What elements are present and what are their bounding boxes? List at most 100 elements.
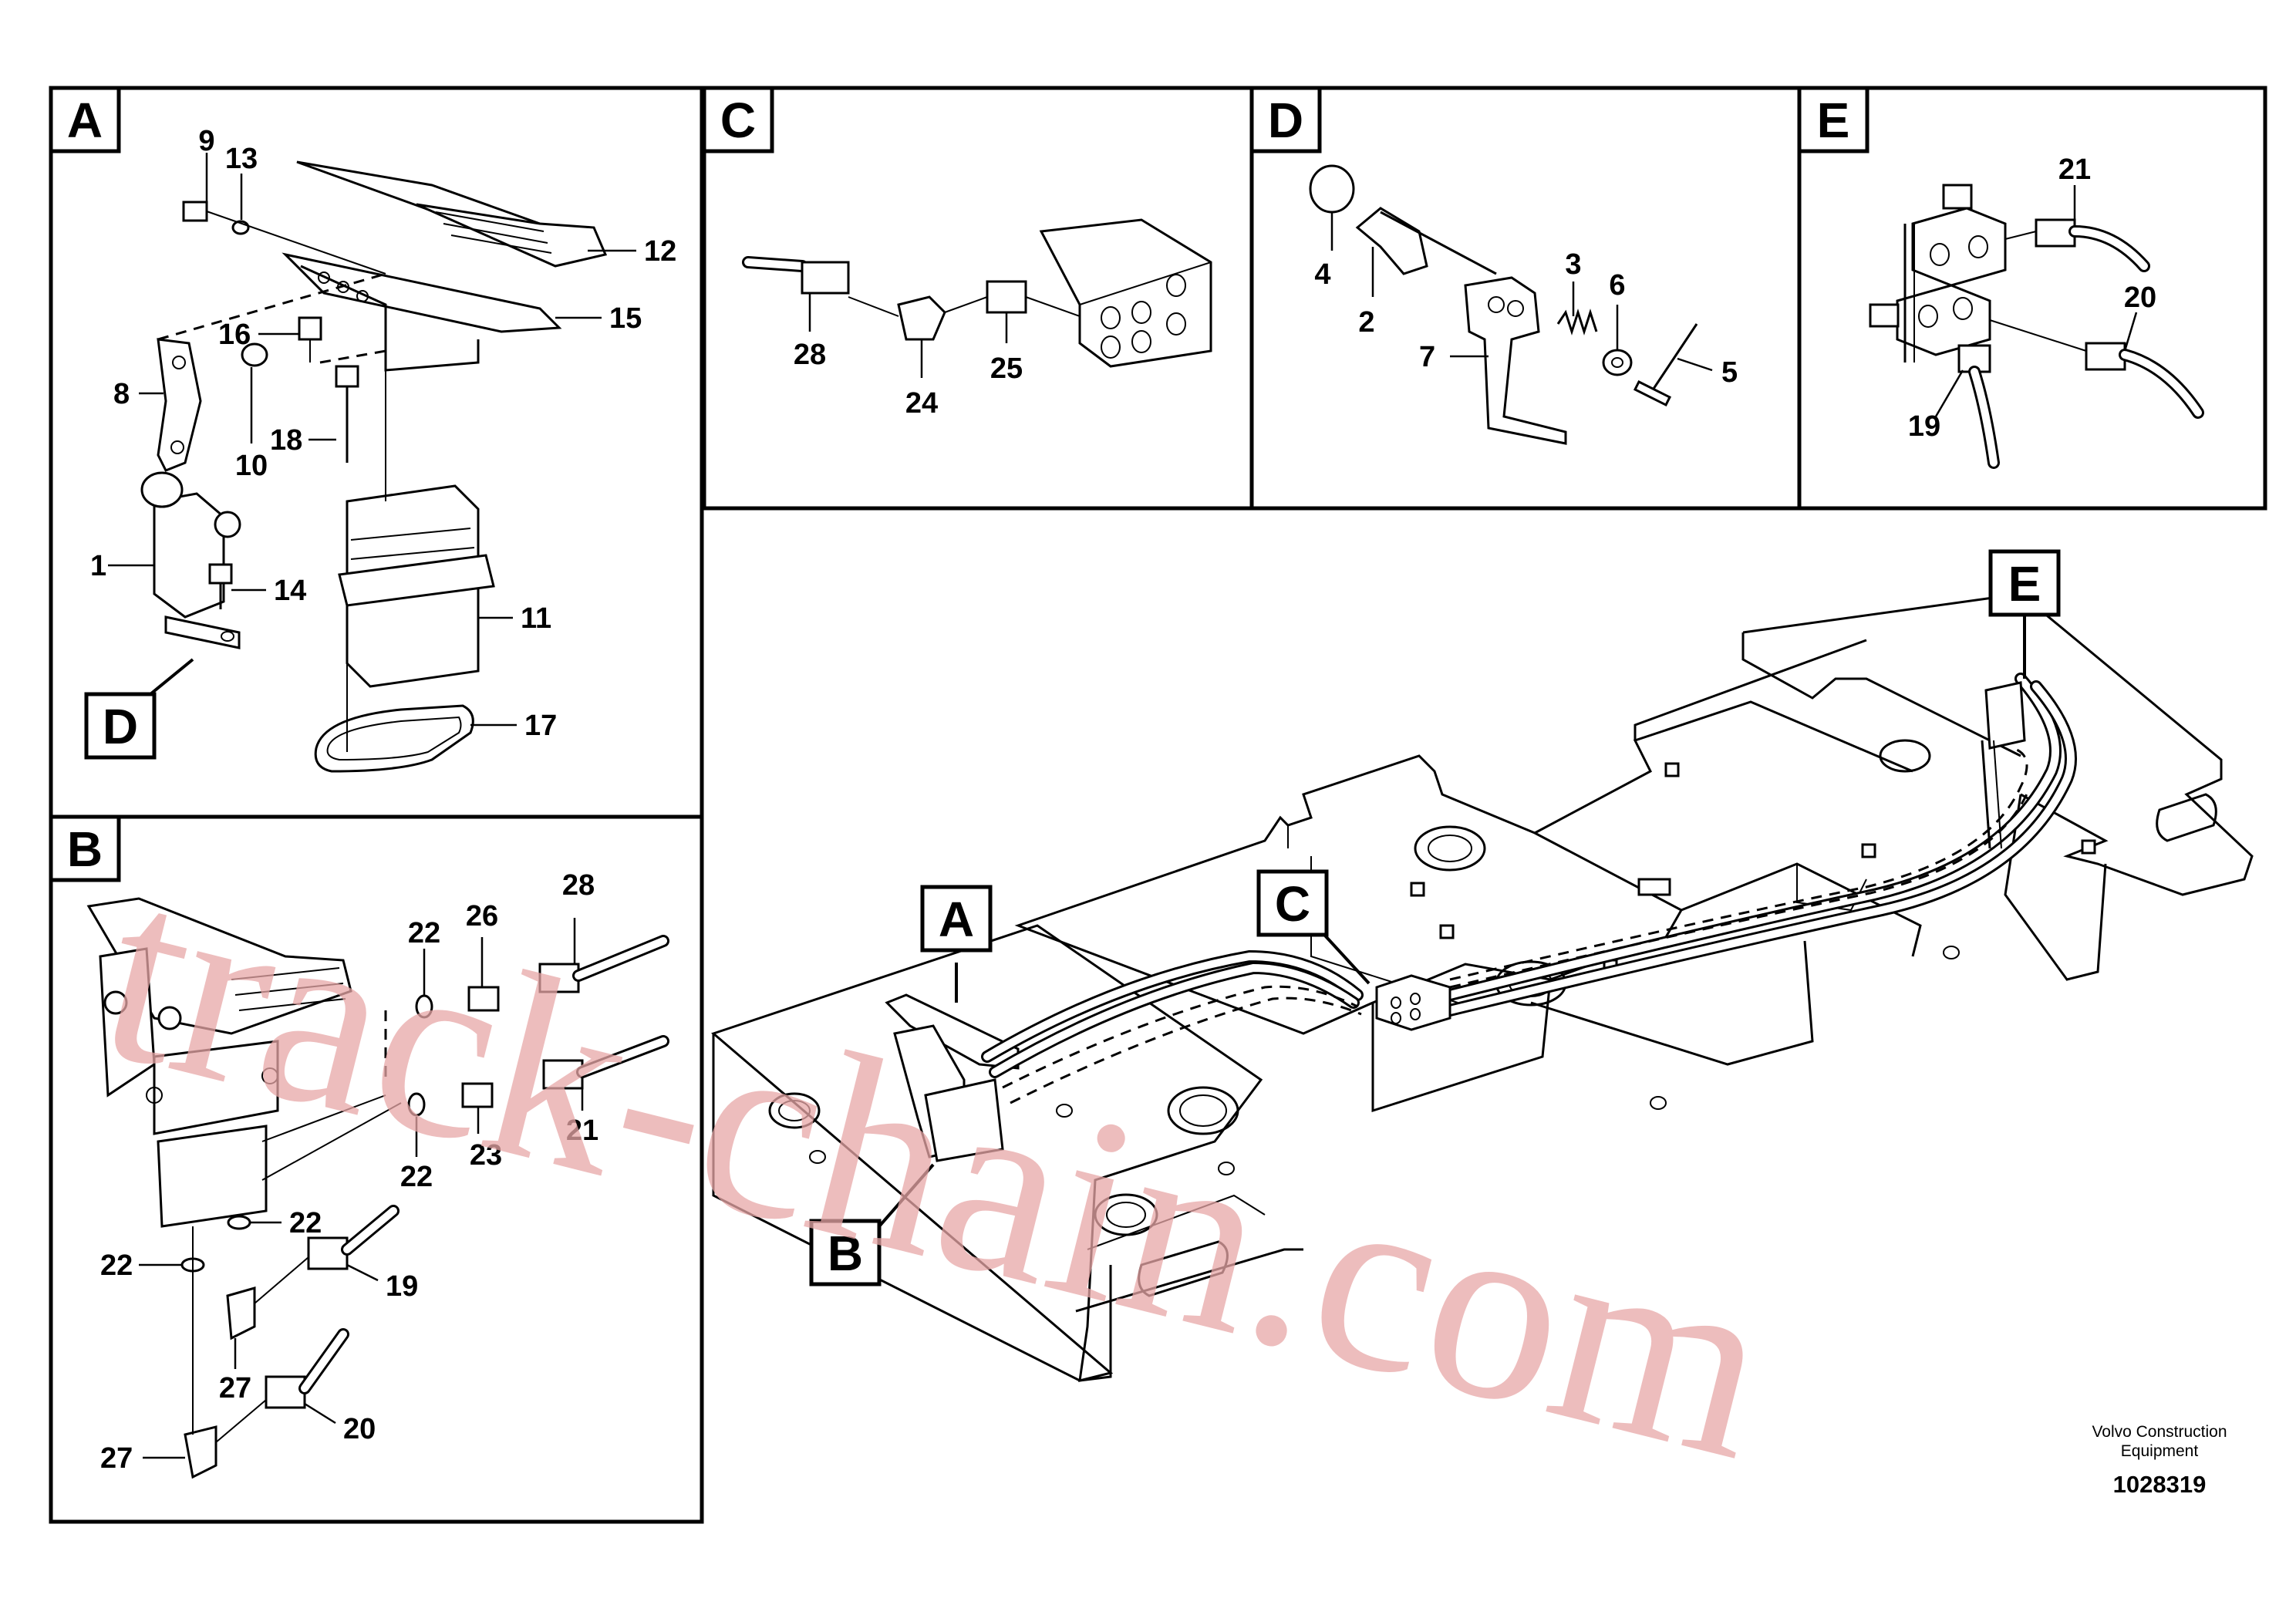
bolt-16 [298,316,322,341]
label-b-22-left: 22 [100,1249,133,1282]
label-b-22-top: 22 [408,917,440,949]
panel-c-drawing [742,218,1212,368]
panel-c-letter: C [720,93,756,148]
label-a-16: 16 [218,319,251,351]
panel-e-frame [1797,86,2267,511]
label-b-22-mid: 22 [400,1161,433,1193]
panel-e-letter-box [1797,86,1870,153]
pedal-pad [416,203,608,268]
panel-a-letter-box [49,86,121,153]
callout-a-box [920,885,993,953]
callout-e-box [1988,549,2061,617]
chassis-callouts: A B C E [809,549,2061,1286]
panel-a-drawing [140,160,608,773]
label-b-26: 26 [466,900,498,932]
panel-d-labels: 4 2 3 6 7 5 [1314,212,1738,389]
label-a-8: 8 [113,378,130,410]
o-ring-17 [314,704,474,773]
callout-c-letter: C [1275,876,1310,932]
manifold-upper [1911,207,2007,287]
label-c-24: 24 [905,387,938,420]
panel-d-letter-box [1249,86,1322,153]
label-b-27-top: 27 [219,1372,251,1404]
callout-a-letter: A [939,892,974,947]
panel-b-labels: 28 22 26 22 23 21 22 22 19 27 27 20 [100,869,598,1475]
label-e-21: 21 [2058,153,2091,186]
callout-b-letter: B [828,1226,863,1281]
label-e-19: 19 [1908,410,1940,443]
label-d-6: 6 [1609,269,1625,302]
bolt-9 [182,201,208,222]
adapter-25 [986,280,1027,314]
label-b-19: 19 [386,1270,418,1303]
label-b-22-right: 22 [289,1207,322,1239]
label-a-17: 17 [524,710,557,742]
nut-10 [241,342,268,367]
chassis-pedal [885,993,1020,1070]
elbow-24 [897,295,946,341]
footer: Volvo Construction Equipment 1028319 [2092,1423,2227,1498]
panel-b-letter: B [67,821,103,877]
panel-frames [49,86,2267,1524]
label-e-20: 20 [2124,282,2156,314]
label-d-3: 3 [1565,248,1581,281]
label-a-10: 10 [235,450,268,482]
cap-4 [1309,164,1355,214]
label-a-12: 12 [644,235,676,268]
panel-e-letter: E [1817,93,1850,148]
callout-e-letter: E [2008,556,2041,612]
panel-a-letter: A [67,93,103,148]
panel-e-labels: 21 20 19 [1908,153,2156,443]
callout-b-box [809,1219,882,1286]
callout-c-box [1256,869,1329,937]
label-b-27-bottom: 27 [100,1442,133,1475]
label-d-4: 4 [1314,258,1330,291]
label-a-15: 15 [609,302,642,335]
label-a-1: 1 [90,550,106,582]
block [1039,218,1212,368]
elbow-27a [226,1286,256,1340]
label-a-9: 9 [198,125,214,157]
panel-d-letter: D [1268,93,1303,148]
hose-end-21 [542,1059,584,1090]
hose-end-20 [265,1375,306,1409]
panel-d-drawing [1309,164,1698,445]
link-dash-1 [157,272,386,341]
label-b-23: 23 [470,1139,502,1172]
label-c-25: 25 [990,352,1023,385]
label-a-11: 11 [521,602,551,635]
chassis-block [1375,974,1451,1031]
callout-d-ref: D [84,658,194,760]
chassis-right-frame [1742,592,2254,896]
panel-e-drawing [1869,184,2204,469]
hose-end-19 [307,1236,349,1270]
panel-b-frame [49,814,704,1524]
panel-b-letter-box [49,814,121,882]
pedal-ribs [435,211,552,254]
bracket-8 [157,338,202,472]
chassis-drawing [711,592,2254,1382]
callout-d-letter: D [103,699,138,754]
label-d-7: 7 [1419,341,1435,373]
bolt-14 [208,563,233,585]
company-name-line2: Equipment [2121,1442,2199,1460]
pin-5 [1649,323,1698,394]
washer-6 [1602,349,1633,376]
valve-body-b [153,1040,279,1135]
panel-c-letter-box [702,86,774,153]
chassis-center-frame [1014,754,1684,1035]
bracket-7 [1464,276,1567,445]
adapter-26 [467,986,500,1012]
label-b-21: 21 [566,1114,598,1147]
label-b-20: 20 [343,1413,376,1445]
elbow-27b [184,1425,217,1479]
o-ring-22a [415,994,433,1019]
label-a-18: 18 [270,424,302,457]
label-d-2: 2 [1358,306,1374,339]
label-d-5: 5 [1721,356,1738,389]
bolt-18 [335,365,359,388]
hose-end-20-e [2085,342,2126,371]
panel-c-labels: 28 24 25 [794,293,1023,420]
spring-3 [1556,309,1598,336]
